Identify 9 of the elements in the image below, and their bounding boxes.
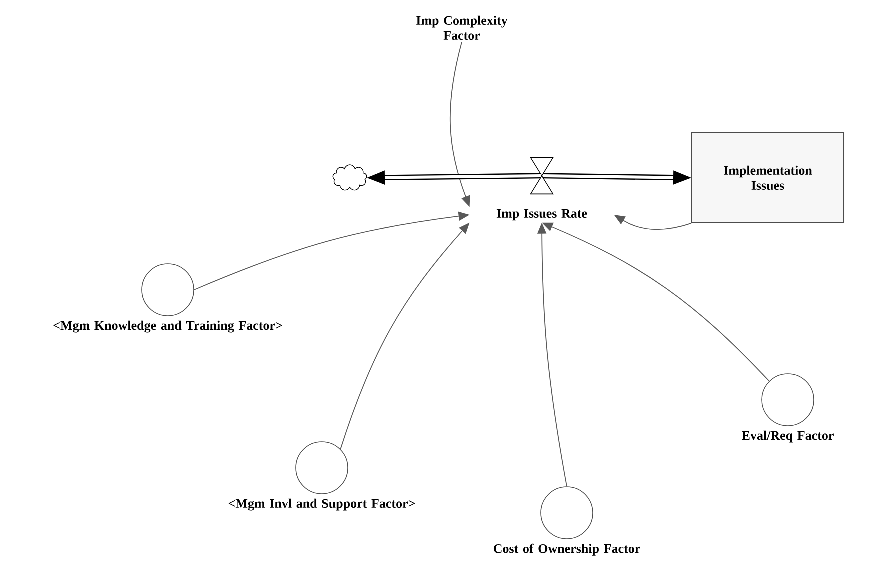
node-label: <Mgm Knowledge and Training Factor>: [54, 320, 282, 333]
variable-label: Imp Complexity Factor: [416, 16, 508, 40]
node-label: Eval/Req Factor: [742, 430, 834, 443]
cloud-symbol: [332, 164, 368, 191]
valve-symbol: [530, 157, 554, 195]
stock-box: Implementation Issues: [692, 132, 844, 224]
node-label: <Mgm Invl and Support Factor>: [228, 498, 416, 511]
node-label: Cost of Ownership Factor: [494, 544, 640, 556]
variable-label: Imp Issues Rate: [496, 209, 588, 221]
